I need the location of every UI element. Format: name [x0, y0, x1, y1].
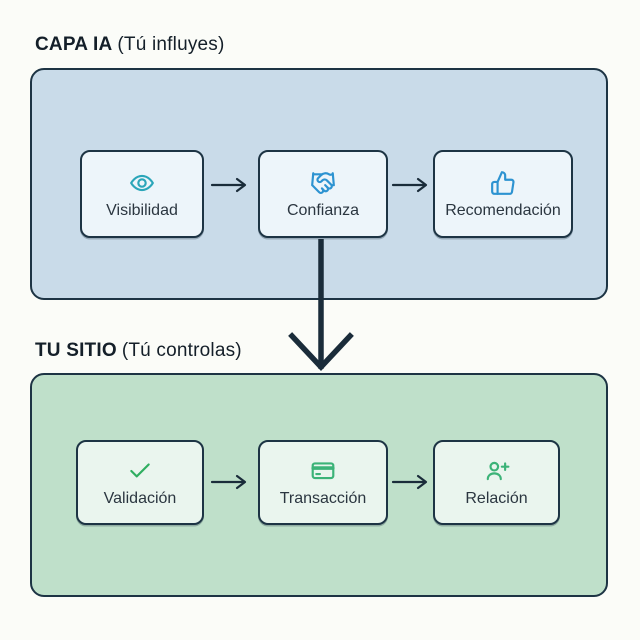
handshake-icon — [310, 170, 336, 196]
arrow-down-icon — [286, 237, 356, 373]
node-validacion: Validación — [76, 440, 204, 525]
eye-icon — [129, 170, 155, 196]
node-label: Relación — [465, 490, 528, 507]
arrow-right-icon — [390, 177, 434, 193]
node-transaccion: Transacción — [258, 440, 388, 525]
node-confianza: Confianza — [258, 150, 388, 238]
node-label: Validación — [103, 490, 177, 507]
tu-sitio-title-bold: TU SITIO — [35, 340, 117, 361]
node-recomendacion: Recomendación — [433, 150, 573, 238]
tu-sitio-title-note: (Tú controlas) — [121, 340, 242, 361]
arrow-right-icon — [209, 177, 253, 193]
node-visibilidad: Visibilidad — [80, 150, 204, 238]
credit-card-icon — [310, 458, 336, 484]
arrow-right-icon — [209, 474, 253, 490]
thumbs-up-icon — [490, 170, 516, 196]
person-plus-icon — [484, 458, 510, 484]
arrow-right-icon — [390, 474, 434, 490]
check-icon — [127, 458, 153, 484]
capa-ia-title: CAPA IA(Tú influyes) — [35, 34, 225, 56]
capa-ia-title-bold: CAPA IA — [35, 34, 113, 55]
capa-ia-title-note: (Tú influyes) — [117, 34, 225, 55]
node-label: Visibilidad — [106, 201, 178, 219]
node-relacion: Relación — [433, 440, 560, 525]
node-label: Recomendación — [445, 201, 561, 219]
node-label: Transacción — [279, 490, 367, 507]
node-label: Confianza — [286, 201, 360, 219]
tu-sitio-title: TU SITIO(Tú controlas) — [35, 340, 242, 362]
